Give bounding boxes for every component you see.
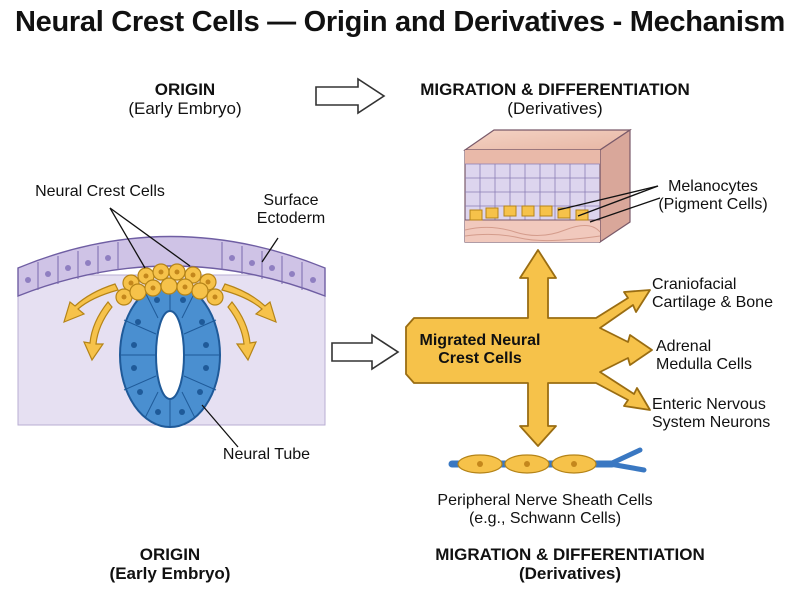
label-peripheral-line2: (e.g., Schwann Cells) [468,510,622,527]
label-surface-ectoderm-line1: Surface [263,192,319,209]
skin-block [463,128,661,244]
ectoderm-cells [37,242,303,290]
neural-crest-nuclei [121,269,218,300]
label-peripheral: Peripheral Nerve Sheath Cells (e.g., Sch… [420,492,670,528]
label-surface-ectoderm-line2: Ectoderm [256,210,326,227]
label-migrated-crest-cells: Migrated Neural Crest Cells [410,332,550,368]
label-migrated-line1: Migrated Neural [419,332,541,349]
surface-ectoderm [17,235,326,298]
leader-lines-origin [109,207,279,448]
label-neural-crest-cells: Neural Crest Cells [35,183,165,200]
top-right-header: MIGRATION & DIFFERENTIATION (Derivatives… [405,80,705,118]
label-adrenal-line2: Medulla Cells [656,356,753,373]
label-neural-tube: Neural Tube [222,446,311,463]
ectoderm-nuclei [25,255,316,283]
label-migrated-line2: Crest Cells [438,350,522,367]
bottom-right-subheading: (Derivatives) [518,564,622,583]
top-left-heading: ORIGIN [154,80,216,99]
label-craniofacial: Craniofacial Cartilage & Bone [652,276,797,312]
label-adrenal-line1: Adrenal [656,338,712,355]
nerve-fiber [448,447,647,474]
label-craniofacial-line1: Craniofacial [652,276,737,293]
bottom-right-heading: MIGRATION & DIFFERENTIATION [435,545,705,564]
bottom-left-header: ORIGIN (Early Embryo) [80,545,260,583]
label-enteric-line2: System Neurons [652,414,771,431]
label-peripheral-line1: Peripheral Nerve Sheath Cells [437,492,653,509]
embryo-cross-section [17,207,326,448]
label-enteric: Enteric Nervous System Neurons [652,396,797,432]
top-right-heading: MIGRATION & DIFFERENTIATION [420,80,690,99]
to-migration-arrow [331,333,400,371]
label-surface-ectoderm: Surface Ectoderm [246,192,336,228]
leader-lines-melanocytes [557,185,661,223]
label-melanocytes-line1: Melanocytes [668,178,758,195]
top-right-subheading: (Derivatives) [507,99,603,118]
label-enteric-line1: Enteric Nervous [652,396,766,413]
bottom-right-header: MIGRATION & DIFFERENTIATION (Derivatives… [420,545,720,583]
top-left-subheading: (Early Embryo) [128,99,242,118]
header-arrow-top [315,77,386,115]
label-craniofacial-line2: Cartilage & Bone [652,294,773,311]
top-left-header: ORIGIN (Early Embryo) [95,80,275,118]
label-melanocytes-line2: (Pigment Cells) [658,196,768,213]
label-melanocytes: Melanocytes (Pigment Cells) [648,178,778,214]
page-title: Neural Crest Cells — Origin and Derivati… [15,6,785,38]
bottom-left-heading: ORIGIN [139,545,201,564]
migration-arrows [63,283,277,362]
neural-tube [119,282,221,428]
label-adrenal: Adrenal Medulla Cells [656,338,786,374]
bottom-left-subheading: (Early Embryo) [109,564,231,583]
migrated-crest-hub [405,249,653,447]
